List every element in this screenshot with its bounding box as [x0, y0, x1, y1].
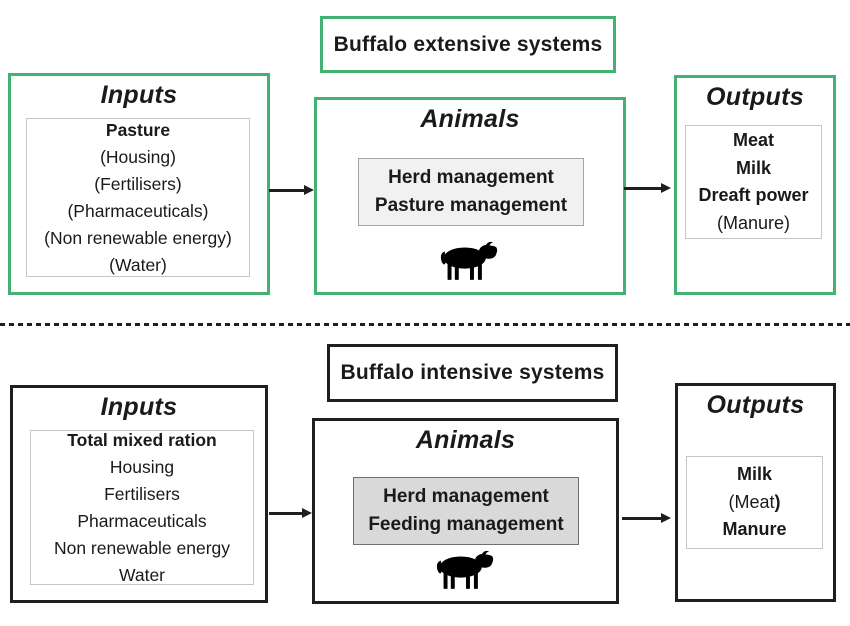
arrow-extensive-inputs-to-animals — [269, 189, 305, 192]
arrow-extensive-animals-to-outputs — [624, 187, 662, 190]
list-line: Total mixed ration — [67, 429, 217, 450]
list-line: (Housing) — [100, 146, 176, 167]
arrow-intensive-inputs-to-animals — [269, 512, 303, 515]
inputs-heading: Inputs — [100, 81, 178, 109]
intensive-title: Buffalo intensive systems — [340, 361, 605, 384]
list-line: Dreaft power — [698, 185, 809, 205]
extensive-inputs-box: Inputs Pasture (Housing) (Fertilisers) (Pha… — [8, 73, 270, 295]
list-line: Pasture — [105, 119, 171, 140]
list-line: (Water) — [109, 254, 167, 275]
list-line: Meat — [732, 130, 774, 150]
buffalo-icon — [436, 550, 493, 589]
arrow-intensive-animals-to-outputs — [622, 517, 662, 520]
extensive-title-box: Buffalo extensive systems — [320, 16, 616, 73]
intensive-title-box: Buffalo intensive systems — [327, 344, 618, 402]
list-line: (Manure) — [716, 212, 791, 233]
intensive-outputs-box: Outputs Milk (Meat) Manure — [675, 383, 836, 602]
buffalo-icon — [440, 241, 498, 280]
list-line: Milk — [735, 157, 771, 178]
intensive-outputs-list: Milk (Meat) Manure — [686, 456, 823, 549]
list-line: Manure — [722, 519, 787, 540]
extensive-title: Buffalo extensive systems — [333, 32, 603, 56]
outputs-heading: Outputs — [706, 83, 804, 111]
outputs-heading: Outputs — [706, 391, 805, 419]
list-line: (Non renewable energy) — [44, 227, 232, 248]
list-line: (Meat) — [728, 491, 781, 512]
list-line: Herd management — [383, 486, 549, 507]
animals-heading: Animals — [420, 105, 520, 133]
list-line: Housing — [109, 456, 175, 477]
animals-heading: Animals — [415, 426, 516, 454]
list-line: (Fertilisers) — [94, 173, 182, 194]
extensive-inputs-list: Pasture (Housing) (Fertilisers) (Pharmaceut… — [26, 118, 250, 277]
list-line: Herd management — [388, 167, 554, 188]
list-line: Milk — [736, 464, 772, 485]
list-line: (Pharmaceuticals) — [67, 200, 209, 221]
list-line: Water — [118, 564, 166, 585]
list-line: Pasture management — [374, 195, 568, 216]
section-divider — [0, 323, 850, 326]
inputs-heading: Inputs — [100, 393, 178, 421]
list-line: Fertilisers — [104, 483, 180, 504]
list-line: Feeding management — [368, 514, 564, 535]
list-line: Non renewable energy — [53, 537, 231, 558]
list-line: Pharmaceuticals — [77, 510, 207, 531]
